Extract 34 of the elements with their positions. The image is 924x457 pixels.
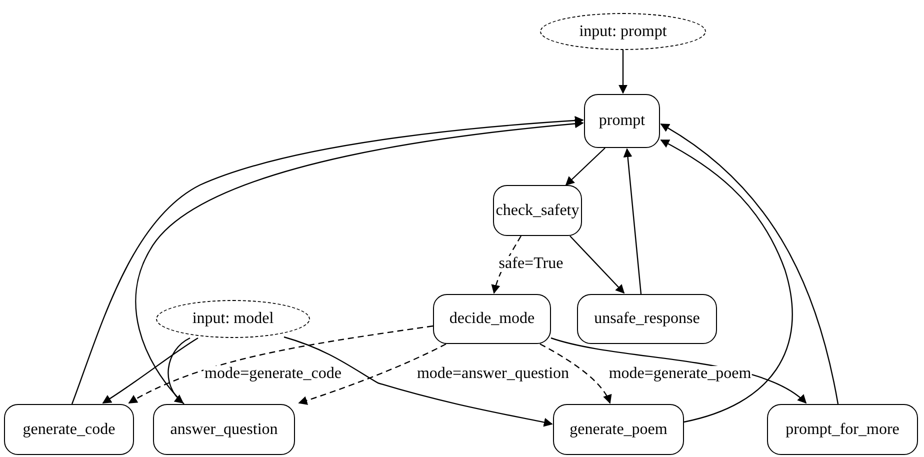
arrow <box>284 336 553 427</box>
node-label: prompt_for_more <box>786 422 900 438</box>
node-label: decide_mode <box>449 311 535 327</box>
process-box <box>584 94 660 148</box>
edge-label: mode=generate_poem <box>608 366 752 382</box>
node-label: generate_poem <box>570 422 668 438</box>
arrow <box>565 148 606 186</box>
node-label: answer_question <box>170 422 278 438</box>
arrow <box>168 337 190 404</box>
arrow <box>298 343 446 405</box>
arrow <box>660 123 839 404</box>
node-label: input: prompt <box>579 24 667 40</box>
edge-label: safe=True <box>498 256 564 272</box>
arrow <box>623 148 642 294</box>
edge-label: mode=answer_question <box>416 366 570 382</box>
process-box <box>767 404 918 455</box>
process-box <box>553 404 684 455</box>
node-label: input: model <box>192 311 274 327</box>
process-box <box>153 404 295 455</box>
edge-label: mode=generate_code <box>204 366 342 382</box>
node-label: check_safety <box>496 202 580 218</box>
arrow <box>570 236 625 294</box>
arrow <box>618 50 628 94</box>
node-label: prompt <box>598 113 646 129</box>
arrow <box>128 325 434 404</box>
process-box <box>433 294 551 344</box>
process-box <box>493 185 582 236</box>
node-label: unsafe_response <box>594 311 700 327</box>
arrow <box>102 338 198 404</box>
arrow <box>660 139 793 423</box>
arrow <box>540 343 612 404</box>
process-box <box>577 294 717 344</box>
node-label: generate_code <box>22 422 116 438</box>
process-box <box>4 404 134 455</box>
